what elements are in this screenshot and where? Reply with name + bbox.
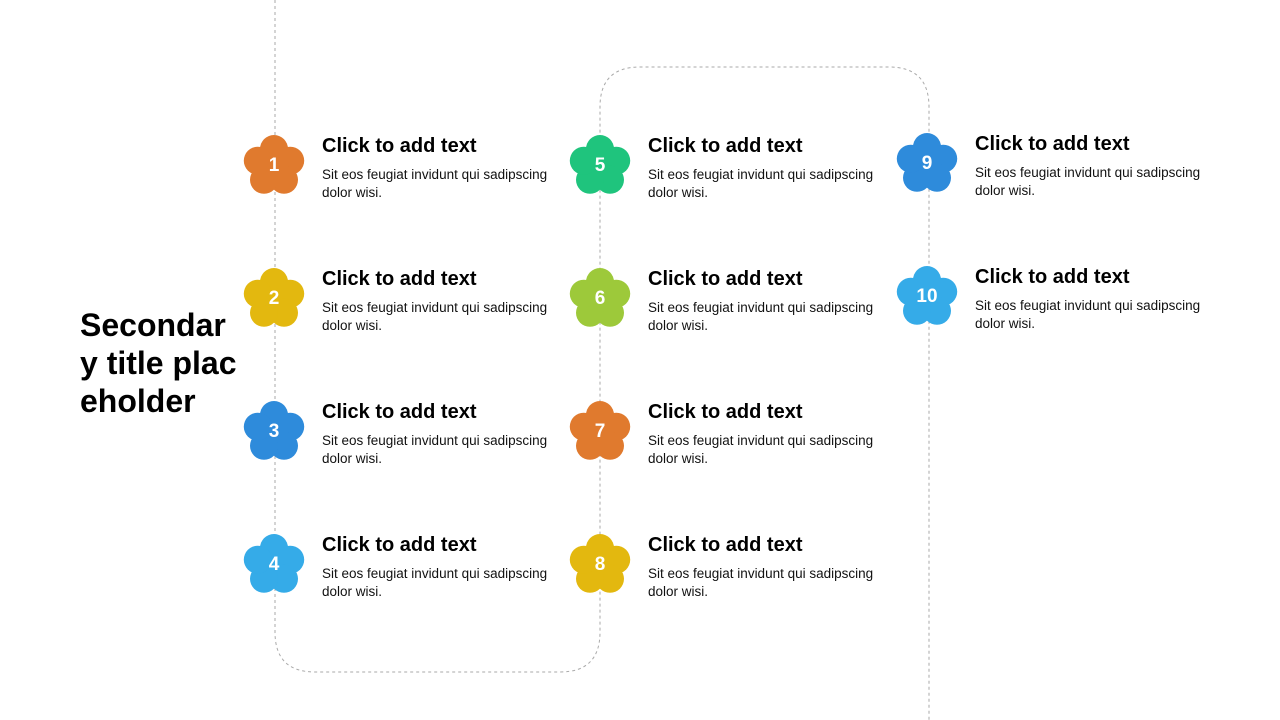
- item-body[interactable]: Sit eos feugiat invidunt qui sadipscing …: [648, 167, 874, 200]
- item-body[interactable]: Sit eos feugiat invidunt qui sadipscing …: [975, 298, 1201, 331]
- item-heading[interactable]: Click to add text: [648, 401, 803, 423]
- flower-number-badge: 5: [567, 133, 633, 199]
- item-number: 1: [268, 155, 280, 176]
- flower-shape: [569, 534, 631, 593]
- item-number: 10: [916, 286, 938, 307]
- flower-number-badge: 4: [241, 532, 307, 598]
- flower-shape: [569, 401, 631, 460]
- flower-number-badge: 9: [894, 131, 960, 197]
- item-body[interactable]: Sit eos feugiat invidunt qui sadipscing …: [322, 300, 548, 333]
- item-heading[interactable]: Click to add text: [648, 268, 803, 290]
- item-heading[interactable]: Click to add text: [322, 135, 477, 157]
- item-body[interactable]: Sit eos feugiat invidunt qui sadipscing …: [322, 433, 548, 466]
- flower-number-badge: 3: [241, 399, 307, 465]
- item-body[interactable]: Sit eos feugiat invidunt qui sadipscing …: [648, 566, 874, 599]
- item-body[interactable]: Sit eos feugiat invidunt qui sadipscing …: [975, 165, 1201, 198]
- flower-number-badge: 7: [567, 399, 633, 465]
- item-heading[interactable]: Click to add text: [648, 534, 803, 556]
- flower-number-badge: 6: [567, 266, 633, 332]
- item-heading[interactable]: Click to add text: [322, 534, 477, 556]
- item-number: 3: [268, 421, 280, 442]
- flower-shape: [896, 266, 958, 325]
- flower-shape: [896, 133, 958, 192]
- item-number: 4: [268, 554, 280, 575]
- item-body[interactable]: Sit eos feugiat invidunt qui sadipscing …: [648, 433, 874, 466]
- item-heading[interactable]: Click to add text: [648, 135, 803, 157]
- flower-number-badge: 8: [567, 532, 633, 598]
- flower-shape: [243, 268, 305, 327]
- item-number: 2: [268, 288, 280, 309]
- item-heading[interactable]: Click to add text: [322, 268, 477, 290]
- item-number: 6: [594, 288, 606, 309]
- flower-shape: [243, 534, 305, 593]
- flower-shape: [243, 135, 305, 194]
- flower-shape: [243, 401, 305, 460]
- flower-number-badge: 2: [241, 266, 307, 332]
- item-body[interactable]: Sit eos feugiat invidunt qui sadipscing …: [648, 300, 874, 333]
- item-body[interactable]: Sit eos feugiat invidunt qui sadipscing …: [322, 566, 548, 599]
- item-number: 9: [921, 153, 933, 174]
- flower-number-badge: 10: [894, 264, 960, 330]
- secondary-title[interactable]: Secondary title placeholder: [80, 307, 237, 419]
- item-heading[interactable]: Click to add text: [322, 401, 477, 423]
- item-number: 7: [594, 421, 606, 442]
- item-number: 5: [594, 155, 606, 176]
- item-heading[interactable]: Click to add text: [975, 133, 1130, 155]
- item-heading[interactable]: Click to add text: [975, 266, 1130, 288]
- flower-shape: [569, 268, 631, 327]
- flower-shape: [569, 135, 631, 194]
- item-number: 8: [594, 554, 606, 575]
- item-body[interactable]: Sit eos feugiat invidunt qui sadipscing …: [322, 167, 548, 200]
- flower-number-badge: 1: [241, 133, 307, 199]
